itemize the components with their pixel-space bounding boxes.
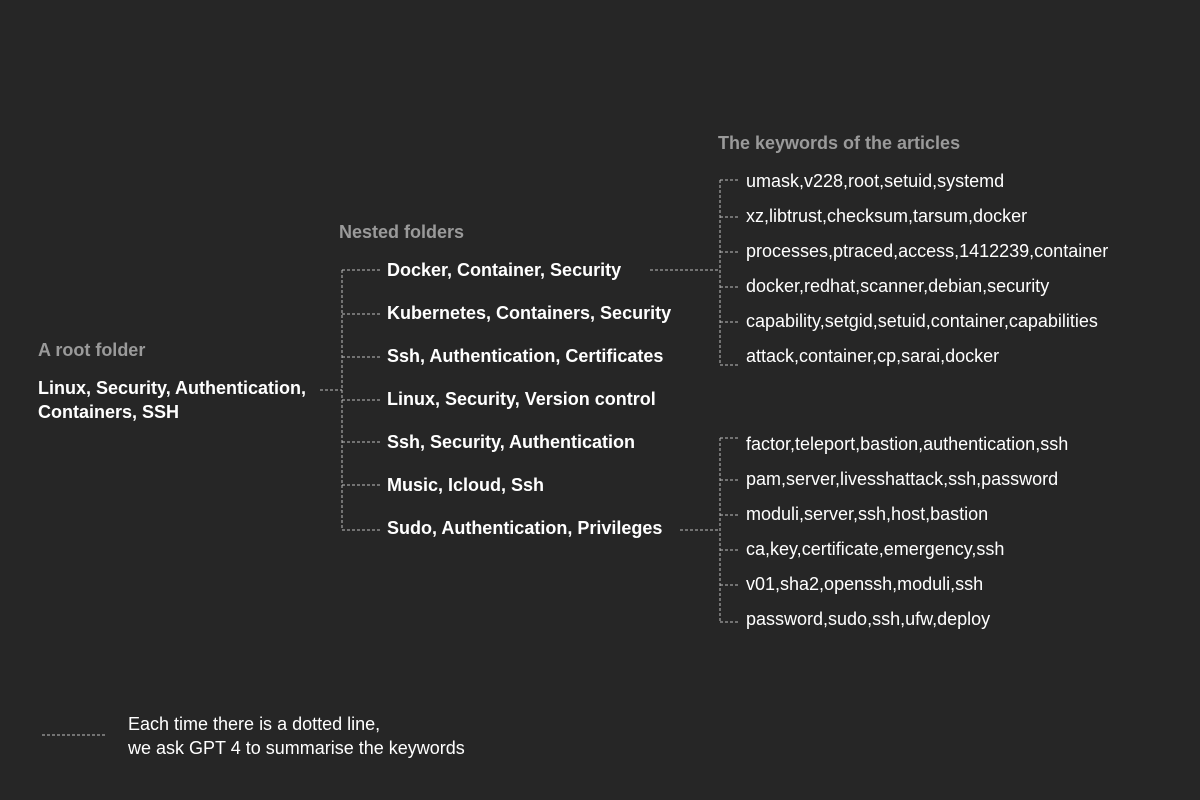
- nested-folder-sudo: Sudo, Authentication, Privileges: [387, 518, 663, 538]
- keyword-item: docker,redhat,scanner,debian,security: [746, 276, 1050, 296]
- keyword-item: ca,key,certificate,emergency,ssh: [746, 539, 1005, 559]
- nested-folder-docker: Docker, Container, Security: [387, 260, 622, 280]
- nested-folder-ssh-security: Ssh, Security, Authentication: [387, 432, 636, 452]
- keyword-item: moduli,server,ssh,host,bastion: [746, 504, 989, 524]
- keywords-heading: The keywords of the articles: [718, 133, 961, 153]
- nested-folder-ssh-certificates: Ssh, Authentication, Certificates: [387, 346, 664, 366]
- keyword-item: umask,v228,root,setuid,systemd: [746, 171, 1005, 191]
- keyword-item: pam,server,livesshattack,ssh,password: [746, 469, 1059, 489]
- keyword-item: capability,setgid,setuid,container,capab…: [746, 311, 1098, 331]
- keyword-item: password,sudo,ssh,ufw,deploy: [746, 609, 991, 629]
- nested-heading: Nested folders: [339, 222, 465, 242]
- keyword-item: factor,teleport,bastion,authentication,s…: [746, 434, 1069, 454]
- nested-folder-linux: Linux, Security, Version control: [387, 389, 656, 409]
- keyword-item: attack,container,cp,sarai,docker: [746, 346, 1000, 366]
- root-heading: A root folder: [38, 340, 146, 360]
- nested-folder-kubernetes: Kubernetes, Containers, Security: [387, 303, 672, 323]
- root-keywords-line-1: Linux, Security, Authentication,: [38, 378, 307, 398]
- legend-text-line-1: Each time there is a dotted line,: [128, 714, 381, 734]
- root-keywords-line-2: Containers, SSH: [38, 402, 180, 422]
- keyword-item: v01,sha2,openssh,moduli,ssh: [746, 574, 984, 594]
- legend-text-line-2: we ask GPT 4 to summarise the keywords: [128, 738, 465, 758]
- keyword-item: xz,libtrust,checksum,tarsum,docker: [746, 206, 1028, 226]
- nested-folder-music: Music, Icloud, Ssh: [387, 475, 545, 495]
- keyword-item: processes,ptraced,access,1412239,contain…: [746, 241, 1109, 261]
